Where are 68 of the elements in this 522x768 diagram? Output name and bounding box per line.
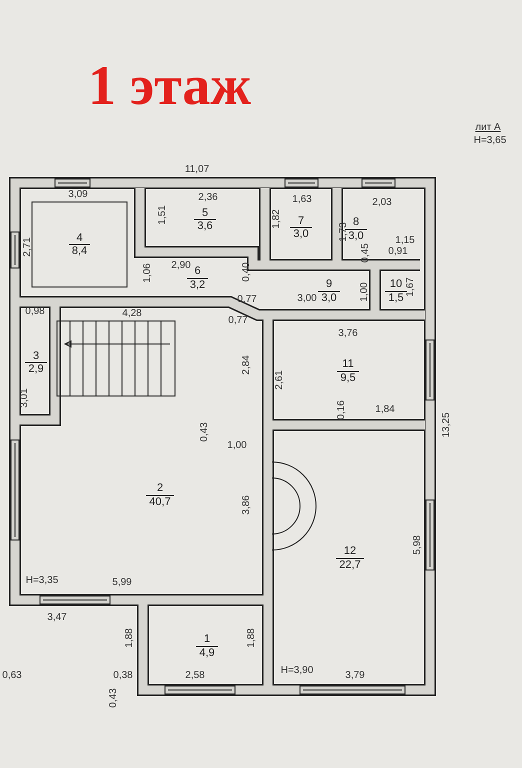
room-area: 3,6 [194, 219, 216, 232]
dimension-label: 1,88 [125, 628, 135, 648]
dimension-label: 0,16 [337, 400, 347, 420]
room-area: 3,0 [318, 290, 340, 304]
room-number: 12 [342, 545, 358, 558]
room-area: 1,5 [385, 290, 407, 304]
dimension-label: 3,86 [242, 495, 252, 515]
dimension-label: 1,82 [272, 209, 282, 229]
dimension-label: 0,40 [242, 262, 252, 282]
plan-note: Н=3,65 [474, 136, 506, 146]
dimension-label: 4,28 [122, 309, 142, 319]
dimension-label: 0,43 [109, 688, 119, 708]
dimension-label: 1,67 [406, 277, 416, 297]
room-number: 10 [388, 278, 404, 290]
dimension-label: 1,51 [158, 205, 168, 225]
room-number: 5 [200, 206, 210, 219]
dimension-label: 1,00 [227, 441, 247, 451]
dimension-label: 11,07 [184, 165, 210, 175]
room-area: 8,4 [68, 244, 90, 258]
dimension-label: 2,03 [372, 198, 392, 208]
room-area: 3,2 [186, 278, 208, 291]
dimension-label: 0,91 [388, 247, 408, 257]
dimension-label: Н=3,35 [26, 576, 58, 586]
dimension-label: 5,99 [112, 578, 132, 588]
room-area: 4,9 [196, 646, 218, 659]
dimension-label: 0,43 [200, 422, 210, 442]
dimension-label: 1,06 [143, 263, 153, 283]
dimension-label: Н=3,90 [280, 666, 314, 676]
room-number: 1 [202, 633, 212, 646]
plan-note: лит А [475, 123, 501, 133]
room-number: 8 [352, 216, 360, 228]
dimension-label: 0,38 [113, 671, 133, 681]
room-area: 2,9 [25, 362, 47, 376]
dimension-label: 1,84 [375, 405, 395, 415]
room-number: 11 [341, 358, 355, 370]
room-number: 3 [32, 350, 40, 362]
dimension-label: 1,00 [360, 282, 370, 302]
dimension-label: 2,84 [242, 355, 252, 375]
room-number: 6 [193, 265, 202, 278]
dimension-label: 0,77 [228, 316, 248, 326]
dimension-label: 3,09 [68, 190, 88, 200]
room-number: 9 [324, 278, 334, 290]
dimension-label: 13,25 [442, 412, 452, 438]
dimension-label: 3,79 [345, 671, 365, 681]
room-number: 7 [296, 214, 306, 227]
room-area: 40,7 [146, 494, 174, 508]
dimension-label: 3,47 [47, 613, 67, 623]
dimension-label: 1,63 [292, 195, 312, 205]
dimension-label: 0,77 [237, 295, 257, 305]
dimension-label: 0,63 [2, 671, 22, 681]
room-area: 3,0 [290, 227, 312, 240]
room-area: 9,5 [337, 370, 359, 384]
dimension-label: 0,98 [25, 307, 45, 317]
room-number: 4 [75, 232, 84, 244]
room-area: 22,7 [336, 558, 364, 571]
dimension-label: 2,36 [198, 193, 218, 203]
floor-title: 1 этаж [88, 58, 251, 114]
dimension-label: 5,98 [413, 535, 423, 555]
dimension-label: 1,15 [395, 236, 415, 246]
room-number: 2 [156, 482, 164, 494]
dimension-label: 2,61 [275, 370, 285, 390]
dimension-label: 1,88 [247, 628, 257, 648]
dimension-label: 3,01 [20, 388, 30, 408]
dimension-label: 3,00 [297, 294, 317, 304]
dimension-label: 2,71 [23, 237, 33, 257]
dimension-label: 2,90 [171, 261, 191, 271]
dimension-label: 3,76 [338, 329, 358, 339]
dimension-label: 2,58 [185, 671, 205, 681]
